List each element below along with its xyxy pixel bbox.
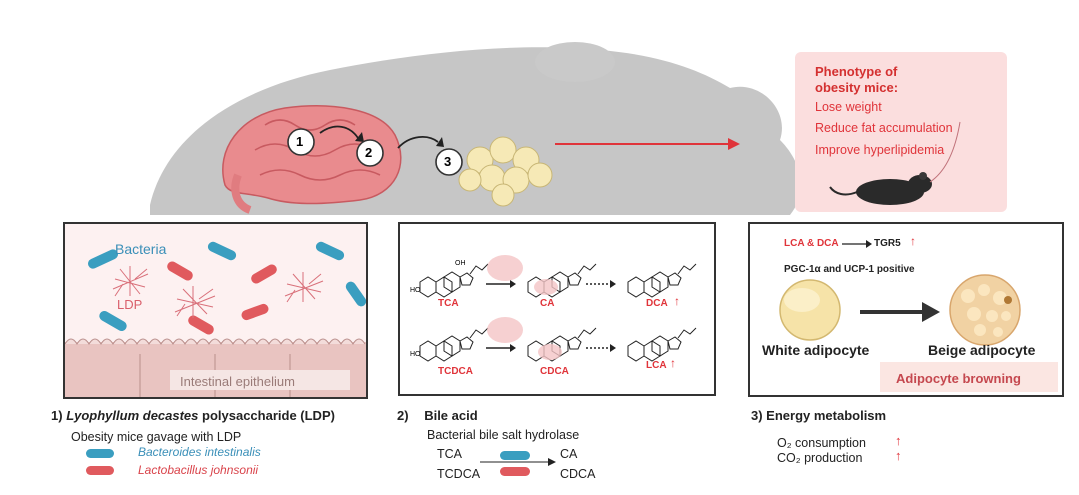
panel-bile-acid: TCA CA DCA ↑ TCDCA CDCA LCA ↑ HO HO OH <box>398 222 716 396</box>
phenotype-item-3: Improve hyperlipidemia <box>815 143 945 157</box>
phenotype-box: Phenotype of obesity mice: Lose weight R… <box>795 52 1007 212</box>
label-dca: DCA <box>646 298 668 309</box>
lca-dca-label: LCA & DCA <box>784 238 839 249</box>
arrow-1-2 <box>319 125 359 139</box>
browning-label: Adipocyte browning <box>896 371 1021 386</box>
row1-structures <box>419 255 697 298</box>
section1-title-rest: polysaccharide (LDP) <box>198 408 335 423</box>
section2-from-tca: TCA <box>437 447 462 461</box>
co2-production: CO₂ production <box>777 451 863 465</box>
label-ca: CA <box>540 298 555 309</box>
bsh-red-swatch <box>500 467 530 476</box>
panel-adipocyte: LCA & DCA TGR5 ↑ PGC-1α and UCP-1 positi… <box>748 222 1064 397</box>
panel-intestine: Bacteria LDP Intestinal epithelium <box>63 222 368 399</box>
panel1-art <box>65 241 366 397</box>
phenotype-item-1: Lose weight <box>815 100 882 114</box>
section2-heading: Bile acid <box>424 408 478 423</box>
dca-up-arrow: ↑ <box>674 294 680 308</box>
row2-structures <box>419 317 697 362</box>
white-adipocyte-icon <box>779 279 841 341</box>
section2-from-tcdca: TCDCA <box>437 467 481 481</box>
section1-title: 1) Lyophyllum decastes polysaccharide (L… <box>51 408 335 423</box>
legend-lactobacillus: Lactobacillus johnsonii <box>138 463 259 477</box>
phenotype-title-1: Phenotype of <box>815 64 898 79</box>
section1-species: Lyophyllum decastes <box>66 408 199 423</box>
o2-consumption: O₂ consumption <box>777 436 866 450</box>
section2-number: 2) <box>397 408 409 423</box>
o2-up-arrow: ↑ <box>895 433 902 448</box>
ho-1: HO <box>410 287 421 294</box>
panel3-art <box>779 240 1058 392</box>
tgr5-label: TGR5 <box>874 238 901 249</box>
step-1-label: 1 <box>296 134 304 149</box>
step-2-label: 2 <box>365 145 373 160</box>
section1-line: Obesity mice gavage with LDP <box>71 430 242 444</box>
arrow-2-3 <box>397 136 439 149</box>
mouse-ear <box>535 42 615 82</box>
section1-number: 1) <box>51 408 63 423</box>
lca-up-arrow: ↑ <box>670 356 676 370</box>
epithelium-label: Intestinal epithelium <box>180 374 295 389</box>
fat-cells-icon <box>458 136 553 207</box>
co2-up-arrow: ↑ <box>895 448 902 463</box>
label-lca: LCA <box>646 360 667 371</box>
bacteria-label: Bacteria <box>115 241 167 257</box>
pgc-label: PGC-1α and UCP-1 positive <box>784 264 915 275</box>
step-circles <box>287 128 463 176</box>
section2-to-ca: CA <box>560 447 578 461</box>
black-mouse-icon <box>829 121 961 205</box>
section3-title: 3) Energy metabolism <box>751 408 887 423</box>
tgr5-up-arrow: ↑ <box>910 234 916 248</box>
blue-bacteria-swatch <box>86 449 114 458</box>
intestine-icon <box>222 105 402 214</box>
bile-acid-structures <box>419 255 697 362</box>
section2-title: 2) Bile acid <box>397 408 478 423</box>
bacteria-icon <box>88 241 366 335</box>
label-tcdca: TCDCA <box>438 366 473 377</box>
section2-to-cdca: CDCA <box>560 467 596 481</box>
red-bacteria-swatch <box>86 466 114 475</box>
ldp-polysaccharide-icon <box>112 266 324 318</box>
bsh-blue-swatch <box>500 451 530 460</box>
white-adipocyte-label: White adipocyte <box>762 342 870 358</box>
step-3-label: 3 <box>444 154 452 169</box>
ldp-label: LDP <box>117 297 143 312</box>
beige-adipocyte-icon <box>949 274 1021 346</box>
label-tca: TCA <box>438 298 459 309</box>
label-cdca: CDCA <box>540 366 569 377</box>
section2-line: Bacterial bile salt hydrolase <box>427 428 580 442</box>
beige-adipocyte-label: Beige adipocyte <box>928 342 1036 358</box>
phenotype-title-2: obesity mice: <box>815 80 899 95</box>
legend-bacteroides: Bacteroides intestinalis <box>138 445 261 459</box>
phenotype-item-2: Reduce fat accumulation <box>815 121 953 135</box>
oh-1: OH <box>455 260 466 267</box>
conversion-arrow <box>922 302 940 322</box>
ho-2: HO <box>410 351 421 358</box>
